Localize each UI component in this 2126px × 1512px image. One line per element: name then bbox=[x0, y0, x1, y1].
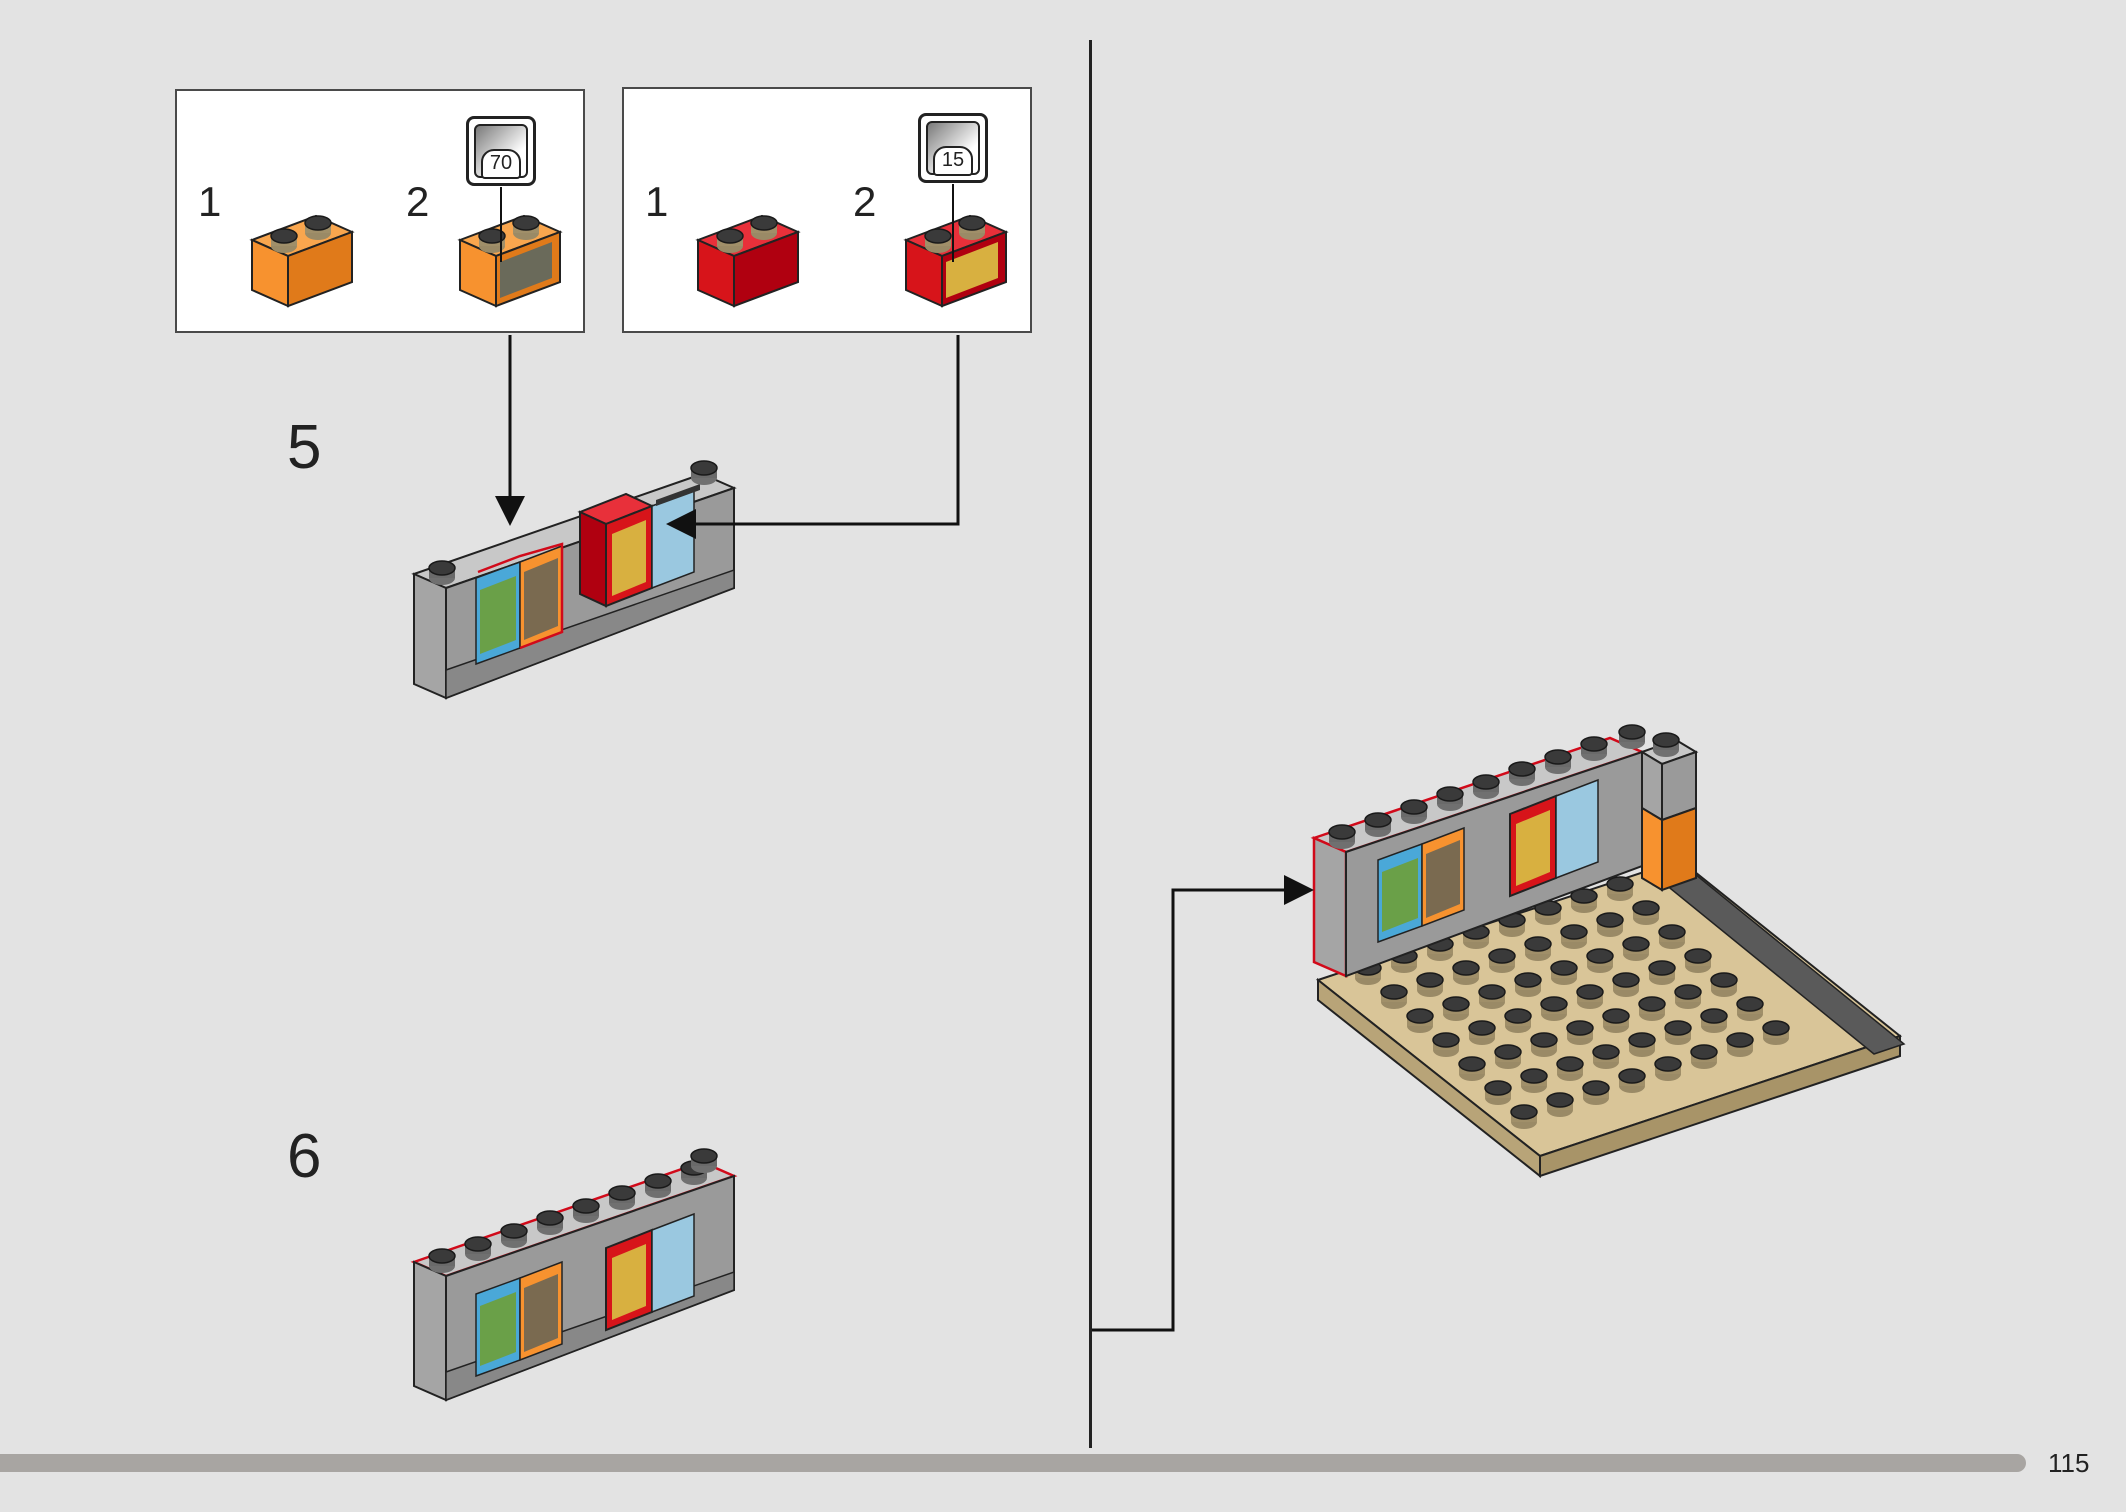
sticker-sheet-icon: 15 bbox=[918, 113, 988, 183]
orange-brick-1x2 bbox=[249, 214, 355, 308]
page-divider bbox=[1089, 40, 1092, 1448]
step-number-6: 6 bbox=[287, 1122, 322, 1191]
sticker-number: 15 bbox=[933, 146, 973, 176]
step5-wall-assembly bbox=[411, 460, 737, 700]
orange-brick-with-sticker bbox=[457, 187, 563, 308]
callout-step-1-label: 1 bbox=[645, 178, 669, 225]
arrow-red-placement bbox=[666, 335, 960, 539]
page-number: 115 bbox=[2048, 1448, 2090, 1478]
red-brick-1x2 bbox=[695, 214, 801, 308]
step-number-5: 5 bbox=[287, 413, 322, 482]
progress-bar bbox=[0, 1454, 2026, 1472]
arrow-attach-wall bbox=[1092, 875, 1314, 1332]
callout-step-1-label: 1 bbox=[198, 178, 222, 225]
red-brick-with-sticker bbox=[903, 184, 1009, 308]
final-room-assembly bbox=[1310, 724, 1906, 1179]
callout-step-2-label: 2 bbox=[406, 178, 430, 225]
callout-step-2-label: 2 bbox=[853, 178, 877, 225]
sticker-sheet-icon: 70 bbox=[466, 116, 536, 186]
step6-wall-assembly bbox=[410, 1148, 738, 1402]
sticker-number: 70 bbox=[481, 149, 521, 179]
